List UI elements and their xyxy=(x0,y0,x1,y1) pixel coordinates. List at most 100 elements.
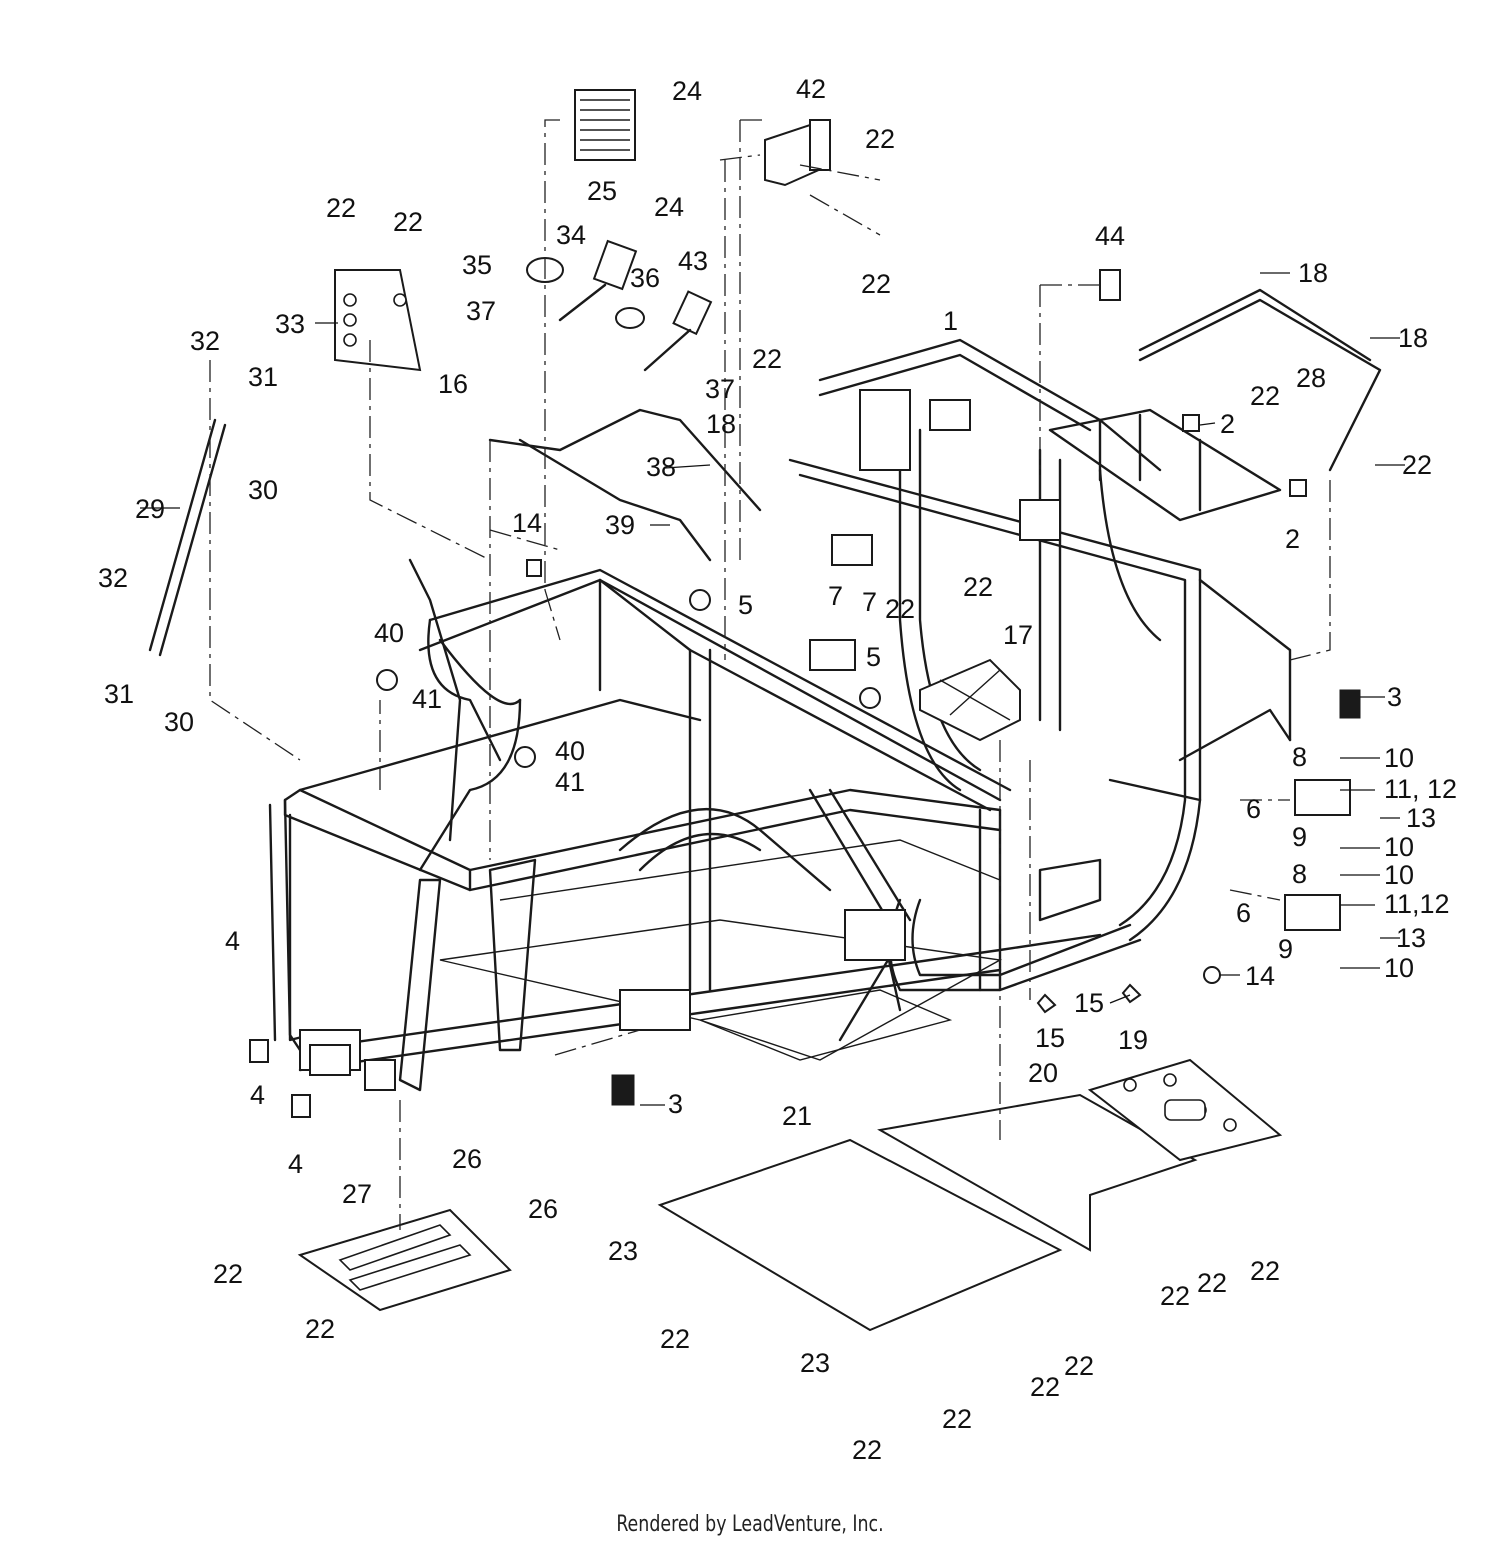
callout: 22 xyxy=(1197,1268,1227,1298)
callout: 18 xyxy=(1298,258,1328,288)
callout: 13 xyxy=(1406,803,1436,833)
loose-parts xyxy=(148,89,1382,1332)
callout: 24 xyxy=(672,76,702,106)
callout: 10 xyxy=(1384,860,1414,890)
part-20-panel xyxy=(877,1093,1198,1252)
callout: 25 xyxy=(587,176,617,206)
callout: 19 xyxy=(1118,1025,1148,1055)
part-3-pad-left xyxy=(611,1074,635,1106)
callout: 43 xyxy=(678,246,708,276)
callout: 11, 12 xyxy=(1384,774,1457,804)
callout: 5 xyxy=(738,590,753,620)
callout: 31 xyxy=(248,362,278,392)
part-25-regulator xyxy=(574,89,636,161)
callout: 16 xyxy=(438,369,468,399)
part-43 xyxy=(672,290,713,336)
part-36 xyxy=(615,307,645,329)
callout: 22 xyxy=(942,1404,972,1434)
credit-text: Rendered by LeadVenture, Inc. xyxy=(616,1512,884,1537)
callout: 10 xyxy=(1384,953,1414,983)
callout: 32 xyxy=(190,326,220,356)
callout: 7 xyxy=(862,587,877,617)
callout: 3 xyxy=(668,1089,683,1119)
part-6-hinge-2 xyxy=(1284,894,1341,931)
part-21-panel xyxy=(657,1138,1063,1332)
part-7-hinge-2 xyxy=(809,639,856,671)
callout: 21 xyxy=(782,1101,812,1131)
callout: 2 xyxy=(1220,409,1235,439)
callout: 30 xyxy=(164,707,194,737)
part-14-2 xyxy=(1203,966,1221,984)
part-14 xyxy=(526,559,542,577)
part-6-hinge xyxy=(1294,779,1351,816)
callout: 38 xyxy=(646,452,676,482)
callout: 22 xyxy=(305,1314,335,1344)
callout: 13 xyxy=(1396,923,1426,953)
part-42-module xyxy=(764,119,831,187)
part-2 xyxy=(1182,414,1200,432)
callout: 15 xyxy=(1035,1023,1065,1053)
callout-labels: 1 2 2 3 3 4 4 4 5 5 6 6 7 7 8 8 9 9 10 1… xyxy=(98,74,1457,1465)
callout: 41 xyxy=(412,684,442,714)
callout: 22 xyxy=(660,1324,690,1354)
callout: 22 xyxy=(1250,381,1280,411)
callout: 22 xyxy=(885,594,915,624)
callout: 27 xyxy=(342,1179,372,1209)
callout: 1 xyxy=(943,306,958,336)
callout: 22 xyxy=(861,269,891,299)
callout: 37 xyxy=(466,296,496,326)
part-4-pad xyxy=(249,1039,269,1063)
callout: 22 xyxy=(752,344,782,374)
part-7-hinge xyxy=(831,534,873,566)
callout: 31 xyxy=(104,679,134,709)
callout: 22 xyxy=(213,1259,243,1289)
callout: 3 xyxy=(1387,682,1402,712)
main-frame xyxy=(268,338,1292,1092)
part-4-pad-2 xyxy=(291,1094,311,1118)
callout: 15 xyxy=(1074,988,1104,1018)
callout: 4 xyxy=(250,1080,265,1110)
part-5 xyxy=(689,589,711,611)
part-5-2 xyxy=(859,687,881,709)
callout: 17 xyxy=(1003,620,1033,650)
callout: 24 xyxy=(654,192,684,222)
part-29-strut xyxy=(148,418,217,652)
callout: 41 xyxy=(555,767,585,797)
callout: 11,12 xyxy=(1384,889,1450,919)
callout: 32 xyxy=(98,563,128,593)
callout: 22 xyxy=(393,207,423,237)
callout: 8 xyxy=(1292,742,1307,772)
callout: 26 xyxy=(528,1194,558,1224)
alignment-lines xyxy=(209,119,1331,1230)
callout: 8 xyxy=(1292,859,1307,889)
part-28-handle xyxy=(1138,298,1382,472)
callout: 22 xyxy=(865,124,895,154)
part-19-panel xyxy=(1087,1058,1283,1162)
callout: 20 xyxy=(1028,1058,1058,1088)
callout: 39 xyxy=(605,510,635,540)
part-34 xyxy=(592,239,638,291)
callout: 6 xyxy=(1246,794,1261,824)
callout: 9 xyxy=(1292,822,1307,852)
callout: 40 xyxy=(374,618,404,648)
callout: 28 xyxy=(1296,363,1326,393)
callout: 22 xyxy=(326,193,356,223)
callout: 44 xyxy=(1095,221,1125,251)
callout: 36 xyxy=(630,263,660,293)
callout: 29 xyxy=(135,494,165,524)
callout: 22 xyxy=(1030,1372,1060,1402)
part-40 xyxy=(376,669,398,691)
part-38-bracket xyxy=(488,408,762,512)
part-44 xyxy=(1099,269,1121,301)
callout: 33 xyxy=(275,309,305,339)
callout: 22 xyxy=(1250,1256,1280,1286)
callout: 7 xyxy=(828,581,843,611)
callout: 26 xyxy=(452,1144,482,1174)
part-40-2 xyxy=(514,746,536,768)
callout: 4 xyxy=(225,926,240,956)
part-33-bracket xyxy=(334,269,422,372)
callout: 22 xyxy=(1064,1351,1094,1381)
part-27-plate xyxy=(297,1208,512,1312)
callout: 34 xyxy=(556,220,586,250)
